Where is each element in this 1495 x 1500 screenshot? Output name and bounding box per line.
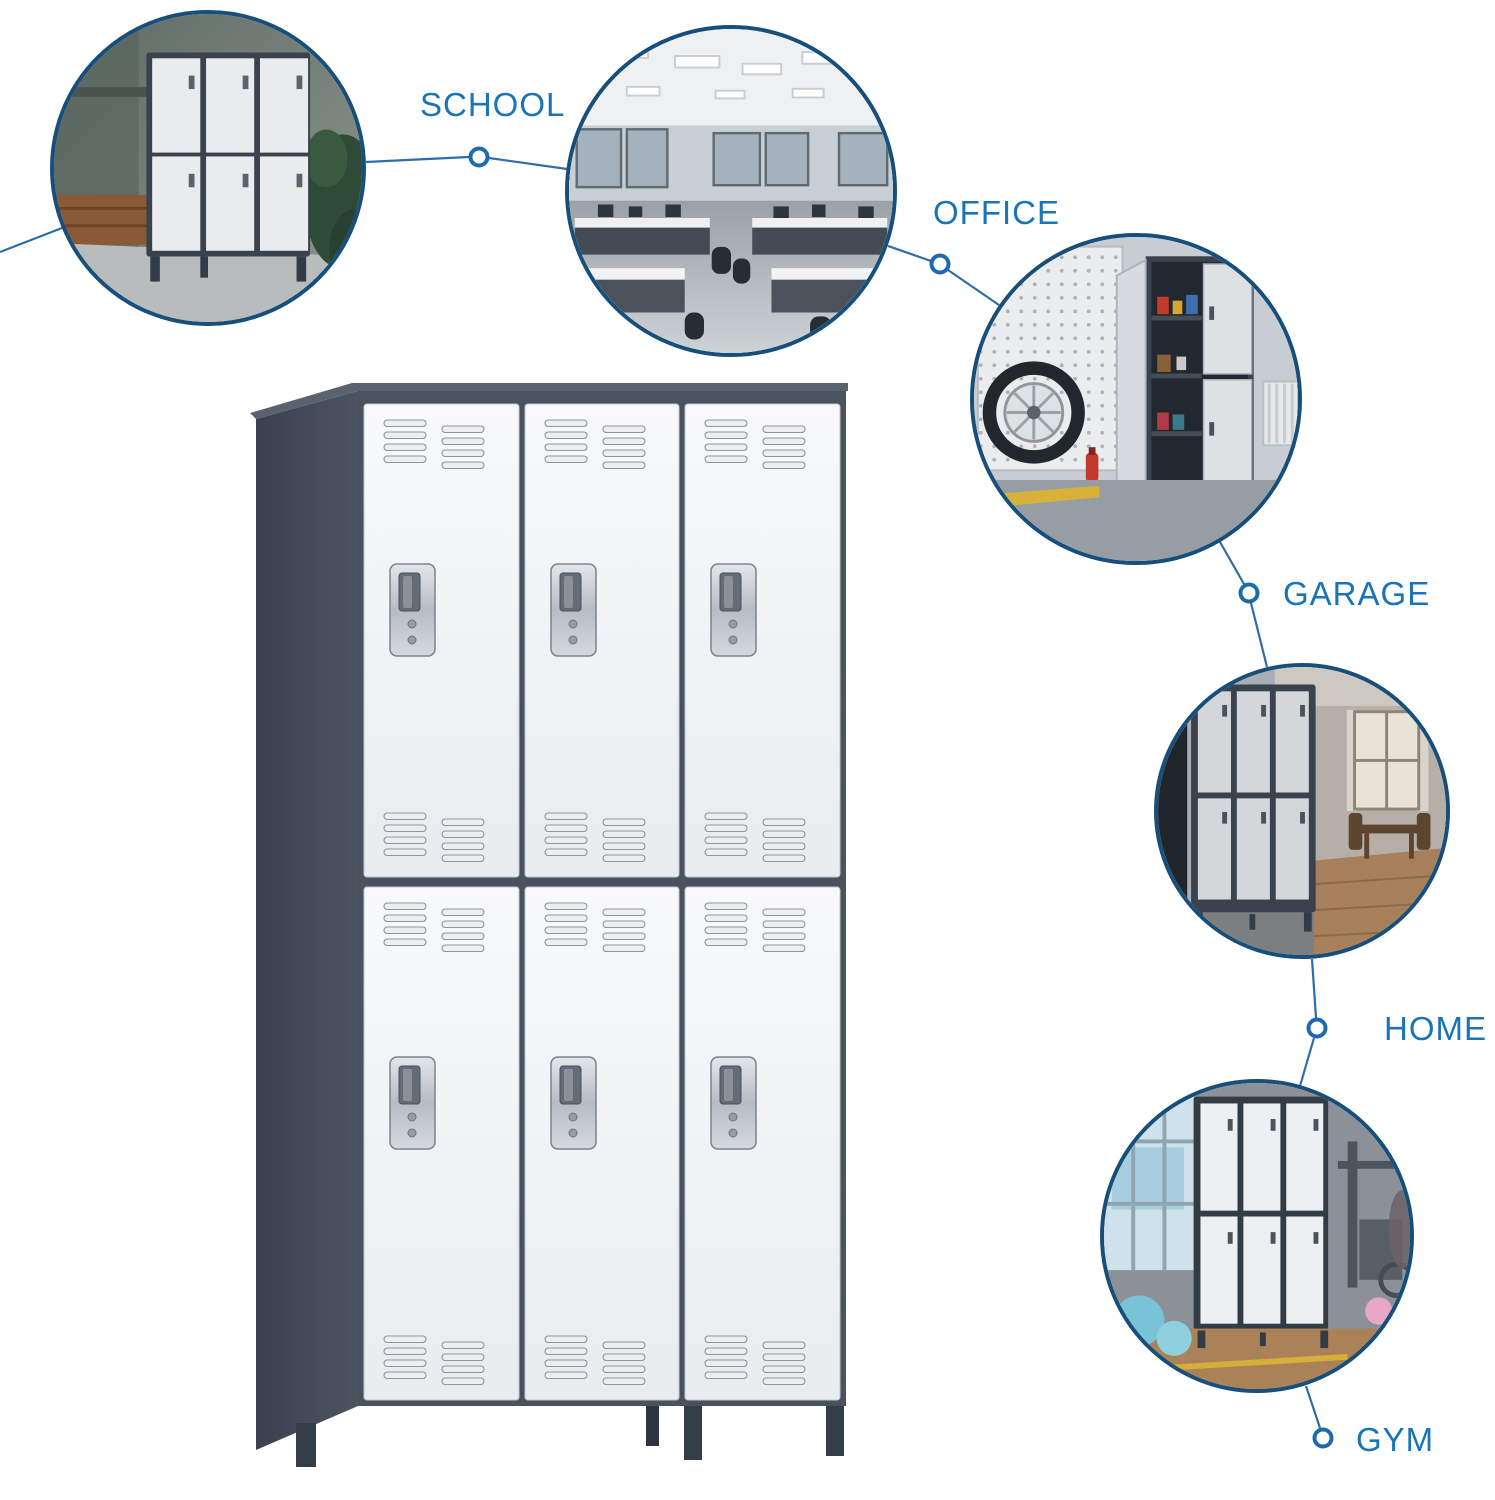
locker-doors — [363, 403, 841, 1401]
garage-label: GARAGE — [1283, 575, 1431, 612]
gym-scene-image — [1104, 1083, 1410, 1389]
school-scene-circle — [50, 10, 366, 326]
office-label: OFFICE — [933, 194, 1060, 231]
gym-label: GYM — [1356, 1421, 1435, 1458]
school-label: SCHOOL — [420, 86, 566, 123]
locker-product-image — [250, 383, 848, 1467]
locker-top-cap — [250, 383, 848, 419]
office-scene-circle — [565, 25, 897, 357]
school-scene-image — [54, 14, 362, 322]
locker-legs — [296, 1406, 844, 1467]
home-scene-circle — [1154, 663, 1450, 959]
home-scene-image — [1158, 667, 1446, 955]
gym-scene-circle — [1100, 1079, 1414, 1393]
locker-side-panel — [256, 391, 358, 1450]
office-scene-image — [569, 29, 893, 353]
home-label: HOME — [1384, 1010, 1487, 1047]
garage-scene-image — [974, 237, 1298, 561]
garage-scene-circle — [970, 233, 1302, 565]
